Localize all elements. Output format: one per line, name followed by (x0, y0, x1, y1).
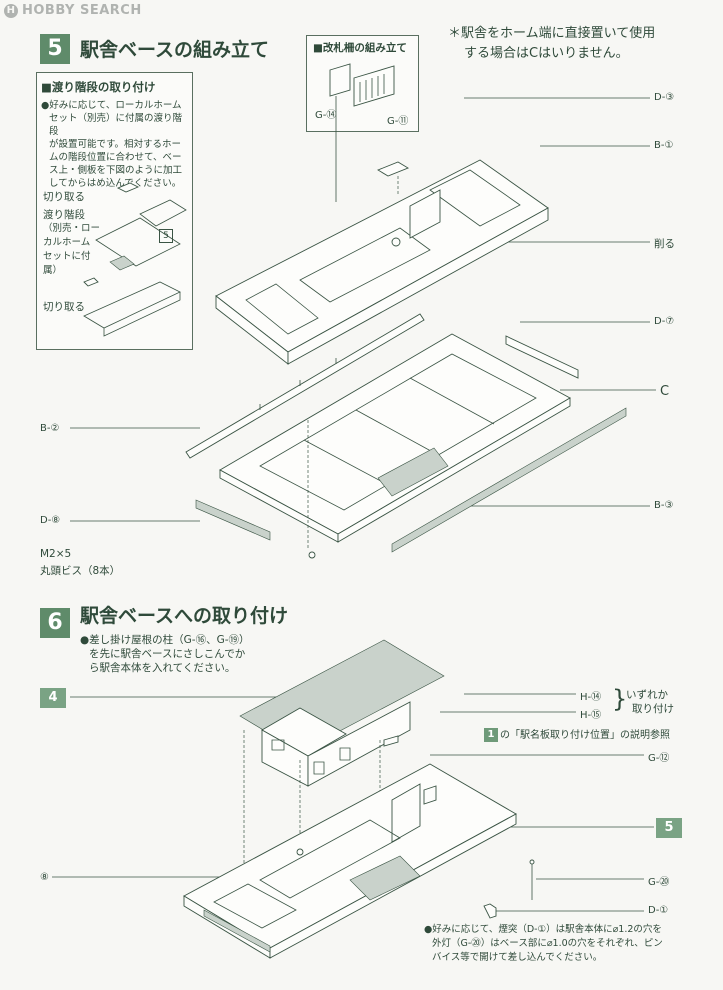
step6-base (183, 763, 517, 959)
panel-d7 (505, 335, 579, 379)
stairs-note-line: ス上・側板を下図のように加工 (49, 165, 183, 176)
stairs-box-note: ●好みに応じて、ローカルホーム セット（別売）に付属の渡り階段 が設置可能です。… (41, 99, 191, 190)
small-parts (483, 859, 535, 919)
step-5-note: ＊駅舎をホーム端に直接置いて使用 する場合はCはいりません。 (448, 24, 655, 64)
ref-tag-4: 4 (40, 688, 66, 708)
label-d1: D-① (648, 905, 669, 916)
station-building (239, 639, 445, 870)
stairs-label-line: セットに付 (43, 251, 91, 262)
label-c: C (660, 384, 670, 399)
stairs-note-line: セット（別売）に付属の渡り階段 (49, 113, 183, 137)
step-6-note-line: ら駅舎本体を入れてください。 (89, 662, 236, 674)
ref-note-text: の「駅名板取り付け位置」の説明参照 (500, 730, 670, 741)
ticket-gate-title: ■改札柵の組み立て (313, 42, 407, 54)
brace: } (612, 685, 628, 713)
ticket-gate-parts (329, 63, 395, 202)
bottom-note-line: 外灯（G-⑳）はベース部に⌀1.0の穴をそれぞれ、ピン (432, 938, 663, 949)
label-g20: G-⑳ (648, 877, 670, 888)
step-5-badge: 5 (40, 34, 70, 64)
step-5-note-line: する場合はCはいりません。 (464, 46, 629, 61)
step-5-note-line: ＊駅舎をホーム端に直接置いて使用 (448, 26, 656, 41)
bottom-note-line: バイス等で開けて差し込んでください。 (432, 952, 603, 963)
panel-b3 (391, 407, 627, 553)
stairs-note-line: してからはめ込んでください。 (49, 178, 182, 189)
label-d7: D-⑦ (654, 316, 675, 327)
step-6-note-line: ●差し掛け屋根の柱（G-⑯、G-⑲） (80, 634, 250, 646)
label-screw-note: 丸頭ビス（8本） (40, 565, 121, 577)
base-c (219, 333, 571, 550)
watermark-logo: H (4, 3, 18, 18)
stairs-box: ■渡り階段の取り付け ●好みに応じて、ローカルホーム セット（別売）に付属の渡り… (36, 72, 193, 350)
side-panels (185, 313, 627, 553)
panel-d8 (195, 499, 271, 541)
bottom-note-line: ●好みに応じて、煙突（D-①）は駅舎本体に⌀1.2の穴を (424, 924, 662, 935)
panel-b2 (185, 313, 425, 459)
stairs-mini-diagram (83, 182, 187, 337)
step-6-note-line: を先に駅舎ベースにさしこんでか (89, 648, 246, 660)
label-b2: B-② (40, 423, 60, 434)
watermark: H HOBBY SEARCH (4, 3, 142, 18)
stairs-label-line: カルホーム (43, 237, 91, 248)
stairs-label-line: 渡り階段 (43, 209, 85, 221)
either-note: いずれか 取り付け (626, 688, 674, 716)
stairs-ref-badge: 5 (159, 229, 173, 243)
step-6-title: 駅舎ベースへの取り付け (80, 605, 289, 627)
stairs-label: 渡り階段 （別売・ロー カルホーム セットに付 属） (43, 208, 100, 278)
cut-label-top: 切り取る (43, 191, 85, 203)
either-line: いずれか (626, 689, 668, 701)
cut-label-bottom: 切り取る (43, 301, 85, 313)
ref-tag-5: 5 (656, 818, 682, 838)
ticket-label-g14: G-⑭ (315, 110, 337, 121)
stairs-note-line: が設置可能です。相対するホー (49, 139, 182, 150)
step-6-note: ●差し掛け屋根の柱（G-⑯、G-⑲） を先に駅舎ベースにさしこんでか ら駅舎本体… (80, 633, 250, 675)
upper-base-b1 (215, 159, 549, 365)
stairs-note-line: ●好みに応じて、ローカルホーム (41, 100, 182, 111)
watermark-text: HOBBY SEARCH (22, 3, 142, 18)
label-b1: B-① (654, 140, 674, 151)
label-h15: H-⑮ (580, 710, 602, 721)
step-6-bottom-note: ●好みに応じて、煙突（D-①）は駅舎本体に⌀1.2の穴を 外灯（G-⑳）はベース… (424, 923, 663, 965)
ref-badge-1: 1 (484, 728, 498, 742)
step-5-title: 駅舎ベースの組み立て (80, 39, 270, 61)
label-d8: D-⑧ (40, 515, 61, 526)
label-g12: G-⑫ (648, 753, 670, 764)
stairs-label-line: 属） (43, 265, 63, 276)
screw (308, 551, 316, 559)
label-screw: M2×5 (40, 548, 72, 560)
ticket-label-g11: G-⑪ (387, 116, 409, 127)
label-kezuru: 削る (654, 238, 675, 250)
label-h14: H-⑭ (580, 692, 602, 703)
label-b3: B-③ (654, 500, 674, 511)
stairs-label-line: （別売・ロー (43, 223, 101, 234)
label-d3: D-③ (654, 92, 675, 103)
step-6-badge: 6 (40, 608, 70, 638)
either-line: 取り付け (632, 703, 674, 715)
stairs-box-title: ■渡り階段の取り付け (41, 80, 156, 94)
label-8: ⑧ (40, 872, 49, 883)
stairs-note-line: ムの階段位置に合わせて、ベー (49, 152, 182, 163)
